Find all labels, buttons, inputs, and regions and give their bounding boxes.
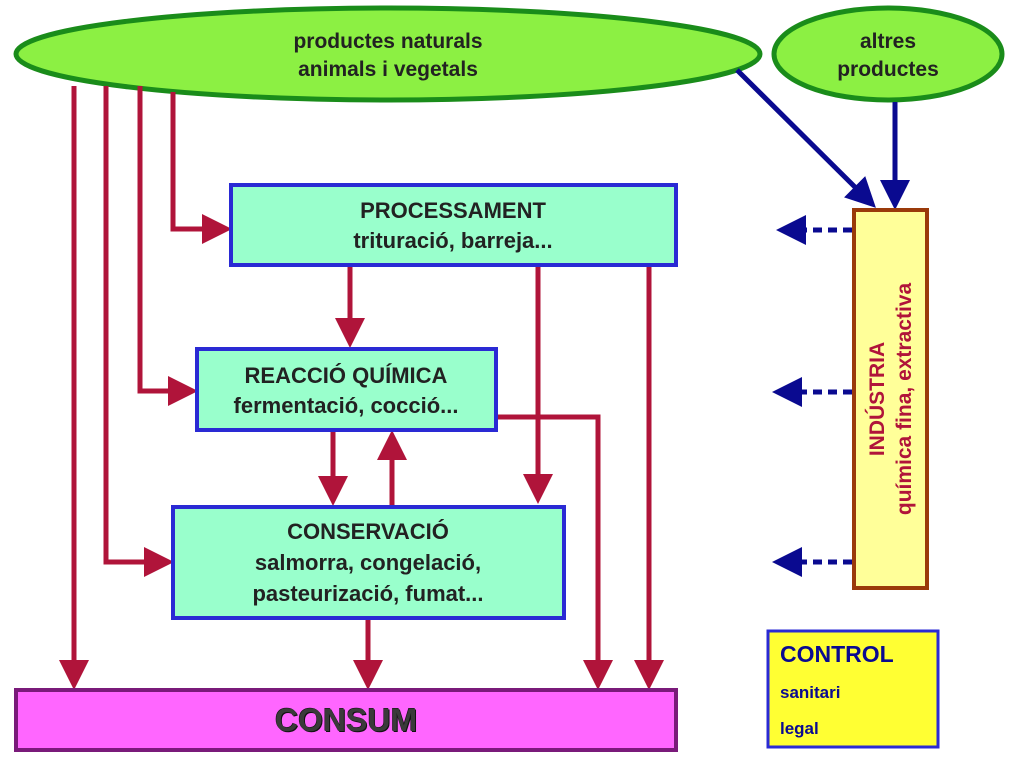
industry-title: INDÚSTRIA (865, 342, 889, 456)
reaction-title: REACCIÓ QUÍMICA (245, 363, 448, 388)
conservation-box: CONSERVACIÓ salmorra, congelació, pasteu… (171, 505, 566, 620)
processing-subtitle: trituració, barreja... (353, 228, 552, 253)
red-flow-arrows (59, 86, 664, 690)
natural-products-line1: productes naturals (293, 30, 482, 53)
conservation-line1: salmorra, congelació, (255, 550, 481, 575)
arrow-reaction-to-consum (496, 414, 613, 690)
arrow-natural-to-industry (735, 68, 876, 208)
industry-subtitle: química fina, extractiva (893, 283, 916, 516)
industry-box: INDÚSTRIA química fina, extractiva (852, 208, 929, 590)
other-products-line1: altres (860, 30, 916, 53)
other-products-ellipse: altres productes (771, 5, 1005, 103)
control-box: CONTROL sanitari legal (766, 629, 940, 749)
blue-flow-arrows (735, 68, 910, 210)
arrow-natural-to-conservation (103, 86, 174, 577)
consumption-box (14, 688, 678, 752)
other-products-line2: productes (837, 58, 939, 81)
processing-title: PROCESSAMENT (360, 198, 546, 223)
processing-box: PROCESSAMENT trituració, barreja... (229, 183, 678, 267)
natural-products-ellipse: productes naturals animals i vegetals (13, 5, 763, 103)
reaction-box: REACCIÓ QUÍMICA fermentació, cocció... (195, 347, 498, 432)
industry-output-arrows (772, 215, 852, 577)
control-title: CONTROL (780, 641, 894, 667)
control-item-legal: legal (780, 719, 819, 738)
arrow-natural-to-processing (170, 92, 232, 244)
conservation-title: CONSERVACIÓ (287, 519, 449, 544)
conservation-line2: pasteurizació, fumat... (252, 581, 483, 606)
control-item-sanitary: sanitari (780, 683, 840, 702)
arrow-natural-to-reaction (137, 86, 198, 406)
natural-products-line2: animals i vegetals (298, 58, 478, 81)
reaction-subtitle: fermentació, cocció... (234, 393, 459, 418)
